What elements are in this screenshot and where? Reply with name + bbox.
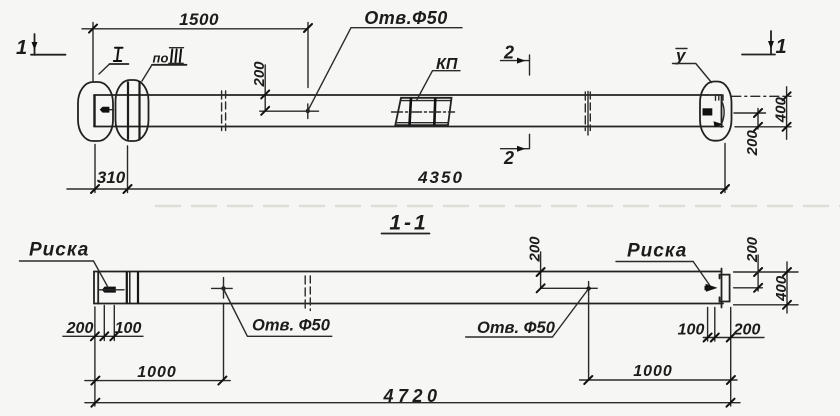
svg-text:КП: КП: [436, 56, 458, 73]
svg-text:4720: 4720: [382, 386, 441, 406]
svg-text:Риска: Риска: [627, 241, 687, 262]
svg-text:200: 200: [744, 236, 761, 263]
svg-text:1000: 1000: [633, 363, 673, 380]
svg-text:400: 400: [773, 97, 790, 124]
svg-text:1: 1: [16, 37, 27, 59]
svg-text:200: 200: [733, 322, 761, 339]
svg-text:Отв.Ф50: Отв.Ф50: [364, 8, 447, 28]
svg-text:у: у: [675, 46, 687, 65]
svg-text:100: 100: [678, 322, 705, 339]
svg-text:2: 2: [503, 43, 514, 63]
svg-text:2: 2: [503, 148, 514, 168]
svg-text:4350: 4350: [417, 168, 464, 187]
svg-text:200: 200: [251, 61, 268, 88]
svg-text:310: 310: [97, 168, 126, 187]
svg-text:400: 400: [773, 275, 790, 302]
svg-text:по: по: [153, 51, 169, 66]
svg-text:Риска: Риска: [29, 240, 89, 261]
svg-text:1: 1: [776, 36, 787, 58]
svg-text:Отв. Ф50: Отв. Ф50: [252, 317, 331, 335]
svg-text:200: 200: [66, 320, 94, 337]
svg-text:Отв. Ф50: Отв. Ф50: [477, 319, 556, 337]
svg-text:1-1: 1-1: [389, 212, 428, 235]
svg-text:200: 200: [744, 130, 761, 157]
svg-text:1000: 1000: [137, 364, 177, 381]
svg-text:200: 200: [527, 236, 544, 263]
svg-text:100: 100: [115, 320, 142, 337]
svg-text:1500: 1500: [179, 10, 219, 29]
